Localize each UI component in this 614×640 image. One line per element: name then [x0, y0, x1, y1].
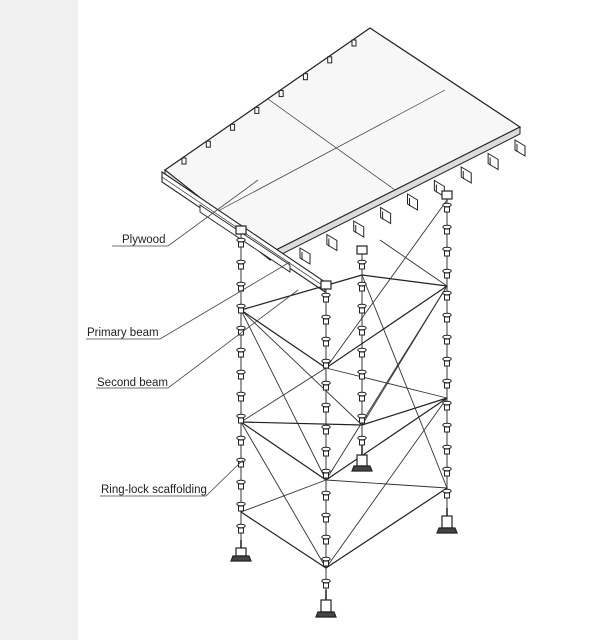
- diagonal-braces: [240, 199, 448, 569]
- ring-rosette: [236, 479, 246, 490]
- ring-rosette: [442, 422, 452, 433]
- label-ringlock-scaffolding: Ring-lock scaffolding: [101, 484, 207, 496]
- beam-clip: [230, 123, 236, 131]
- ring-rosette: [236, 391, 246, 402]
- ring-rosette: [442, 488, 452, 499]
- ring-rosette: [321, 402, 331, 413]
- ring-rosette: [236, 435, 246, 446]
- ring-rosette: [357, 281, 367, 292]
- secondary-beam-end: [299, 247, 311, 265]
- ring-rosette: [442, 400, 452, 411]
- ring-rosette: [321, 578, 331, 589]
- ring-rosette: [321, 512, 331, 523]
- ring-rosette: [321, 534, 331, 545]
- ring-rosette: [236, 347, 246, 358]
- ring-rosette: [236, 501, 246, 512]
- ring-rosette: [321, 292, 331, 303]
- ring-rosette: [236, 259, 246, 270]
- ring-rosette: [442, 268, 452, 279]
- secondary-beam-end: [514, 139, 526, 157]
- beam-clip: [327, 56, 333, 64]
- ring-rosette: [357, 391, 367, 402]
- ring-rosette: [442, 378, 452, 389]
- ledgers: [240, 274, 448, 569]
- ring-rosette: [357, 347, 367, 358]
- ring-rosette: [321, 424, 331, 435]
- ring-rosette: [442, 334, 452, 345]
- beam-clip: [254, 106, 260, 114]
- base-jacks: [230, 445, 458, 618]
- secondary-beam-end: [407, 193, 418, 211]
- ring-rosette: [321, 314, 331, 325]
- ring-rosette: [442, 290, 452, 301]
- ring-rosette: [321, 556, 331, 567]
- label-second-beam: Second beam: [97, 377, 168, 389]
- beam-clip: [351, 39, 357, 47]
- ring-rosette: [321, 358, 331, 369]
- ring-rosette: [357, 325, 367, 336]
- ring-rosette: [357, 435, 367, 446]
- ring-rosette: [236, 237, 246, 248]
- ring-rosette: [236, 413, 246, 424]
- ring-rosette: [236, 281, 246, 292]
- label-primary-beam: Primary beam: [87, 327, 159, 339]
- ringlock-scaffold: [230, 190, 458, 618]
- secondary-beam-end: [460, 166, 472, 184]
- ring-rosettes: [236, 202, 452, 589]
- ring-rosette: [442, 224, 452, 235]
- beam-clip: [181, 157, 187, 165]
- ring-rosette: [321, 490, 331, 501]
- u-head-jacks: [235, 190, 453, 290]
- secondary-beam-end: [326, 233, 338, 252]
- ring-rosette: [321, 468, 331, 479]
- ring-rosette: [442, 356, 452, 367]
- ring-rosette: [442, 312, 452, 323]
- ring-rosette: [357, 303, 367, 314]
- ring-rosette: [321, 380, 331, 391]
- beam-clip: [302, 73, 308, 81]
- ring-rosette: [357, 413, 367, 424]
- ring-rosette: [442, 246, 452, 257]
- ring-rosette: [321, 446, 331, 457]
- secondary-beams: [181, 39, 526, 265]
- ring-rosette: [357, 369, 367, 380]
- secondary-beam-end: [380, 206, 392, 225]
- beam-clip: [278, 90, 284, 98]
- ring-rosette: [442, 202, 452, 213]
- leader-lines: [86, 179, 299, 497]
- ring-rosette: [236, 369, 246, 380]
- beam-clip: [205, 140, 211, 148]
- ring-rosette: [321, 336, 331, 347]
- secondary-beam-end: [487, 152, 499, 171]
- ring-rosette: [442, 466, 452, 477]
- ring-rosette: [236, 457, 246, 468]
- ring-rosette: [442, 444, 452, 455]
- ring-rosette: [357, 259, 367, 270]
- secondary-beam-end: [353, 220, 365, 238]
- ring-rosette: [236, 523, 246, 534]
- ring-rosette: [236, 303, 246, 314]
- label-plywood: Plywood: [122, 234, 165, 246]
